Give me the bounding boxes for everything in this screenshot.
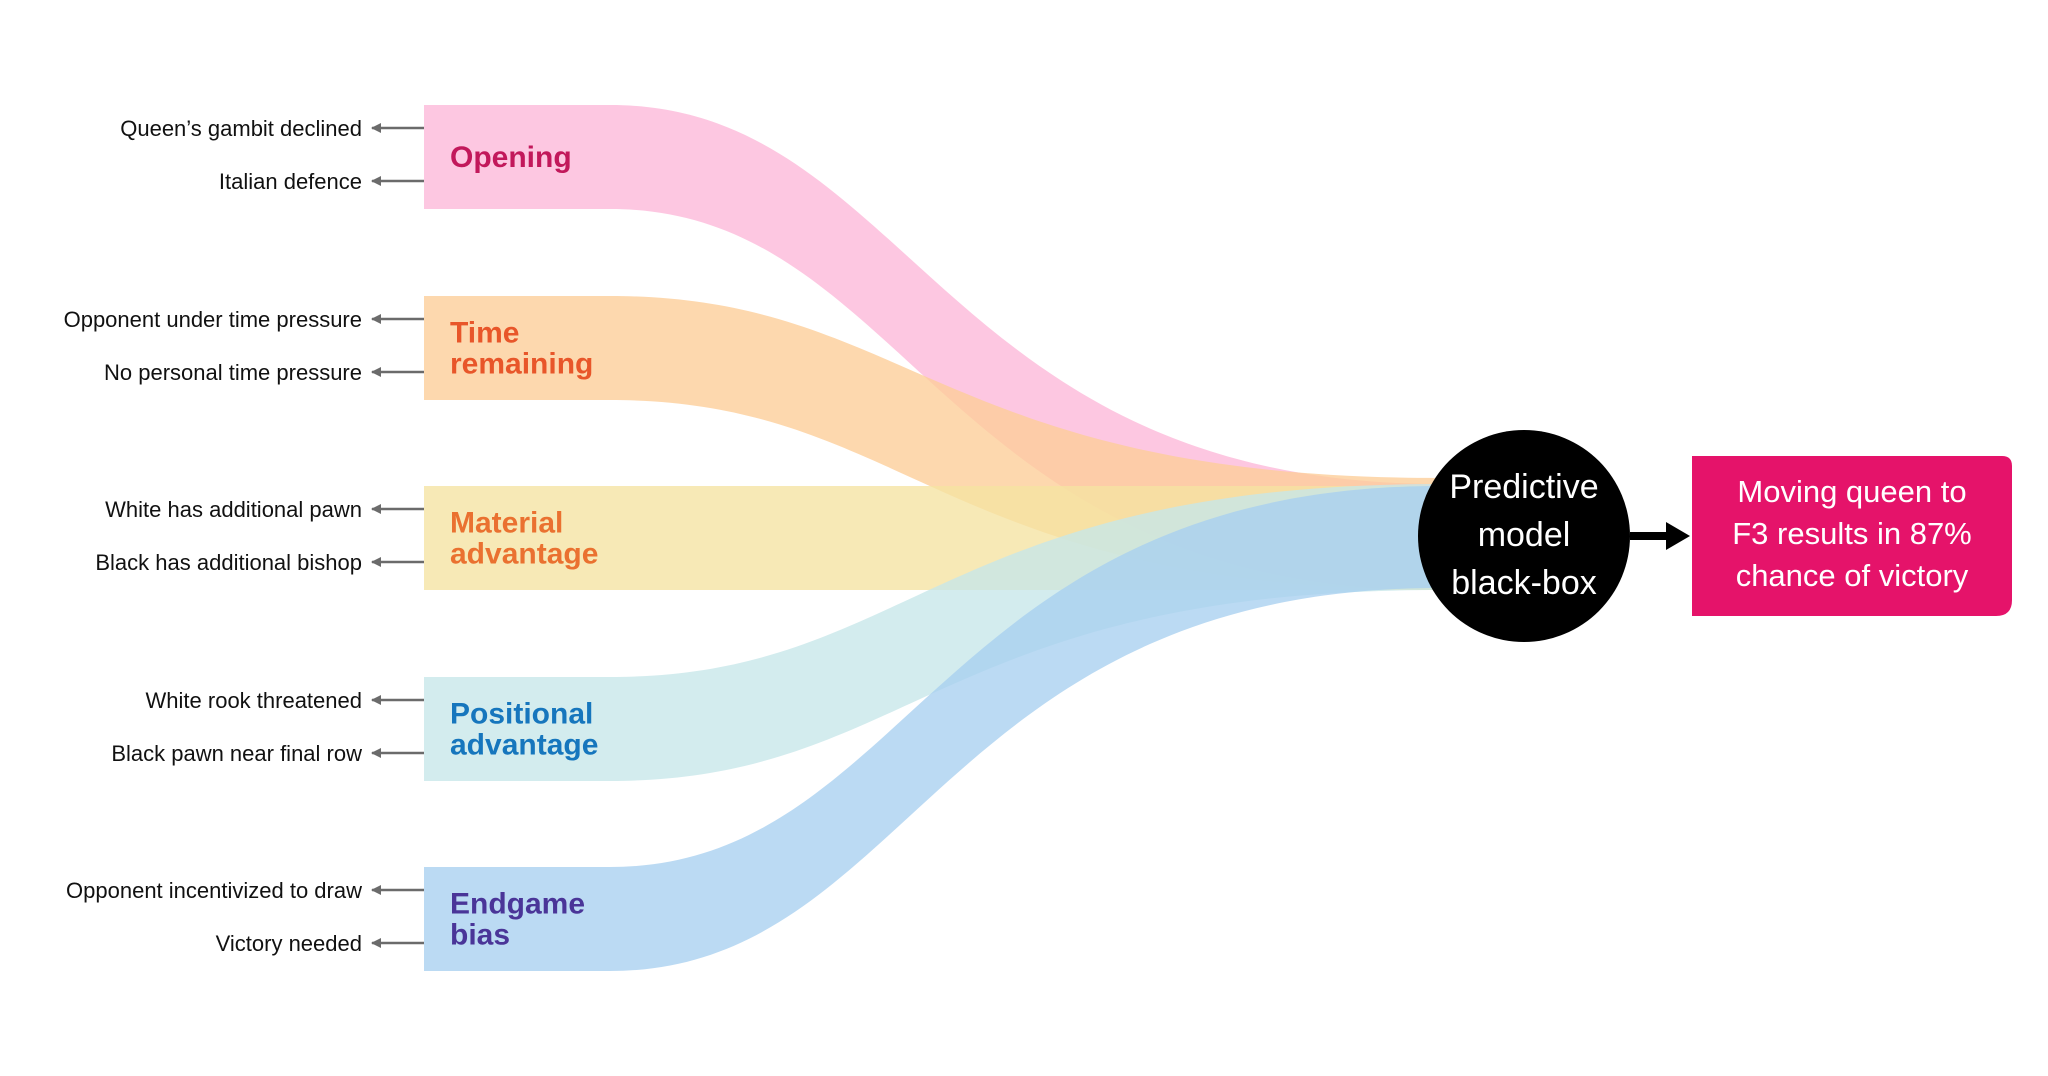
feature-label-4-1: Victory needed — [216, 931, 362, 956]
result-box-shape — [1692, 456, 2012, 616]
factor-label-1-line-0: Time — [450, 317, 519, 350]
model-label-line-3: black-box — [1451, 564, 1597, 602]
result-label-line-3: chance of victory — [1736, 558, 1969, 593]
feature-label-0-1: Italian defence — [219, 169, 362, 194]
factor-label-1-line-1: remaining — [450, 348, 593, 381]
feature-label-4-0: Opponent incentivized to draw — [66, 878, 362, 903]
factor-label-2-line-1: advantage — [450, 538, 598, 571]
feature-label-1-1: No personal time pressure — [104, 360, 362, 385]
flow-bands — [424, 105, 1440, 971]
feature-label-2-1: Black has additional bishop — [95, 550, 362, 575]
factor-label-3-line-0: Positional — [450, 698, 593, 731]
model-circle — [1418, 430, 1630, 642]
feature-label-3-1: Black pawn near final row — [111, 741, 362, 766]
factor-label-0-line-0: Opening — [450, 141, 572, 174]
result-label-line-1: Moving queen to — [1737, 474, 1966, 509]
model-label-line-2: model — [1478, 516, 1571, 554]
factor-label-4-line-0: Endgame — [450, 888, 585, 921]
feature-label-3-0: White rook threatened — [146, 688, 362, 713]
result-label-line-2: F3 results in 87% — [1732, 516, 1972, 551]
feature-label-0-0: Queen’s gambit declined — [120, 116, 362, 141]
factor-label-2-line-0: Material — [450, 507, 563, 540]
model-output-arrow — [1630, 522, 1690, 550]
feature-label-2-0: White has additional pawn — [105, 497, 362, 522]
result-box: Moving queen to F3 results in 87% chance… — [1692, 456, 2012, 616]
feature-label-1-0: Opponent under time pressure — [64, 307, 362, 332]
output-arrow-head — [1666, 522, 1690, 550]
factor-labels: OpeningTimeremainingMaterialadvantagePos… — [450, 141, 598, 952]
factor-label-3-line-1: advantage — [450, 729, 598, 762]
predictive-model-node: Predictive model black-box — [1418, 430, 1630, 642]
factor-label-4-line-1: bias — [450, 919, 510, 952]
model-label-line-1: Predictive — [1449, 468, 1598, 506]
flow-band-4 — [424, 486, 1440, 971]
